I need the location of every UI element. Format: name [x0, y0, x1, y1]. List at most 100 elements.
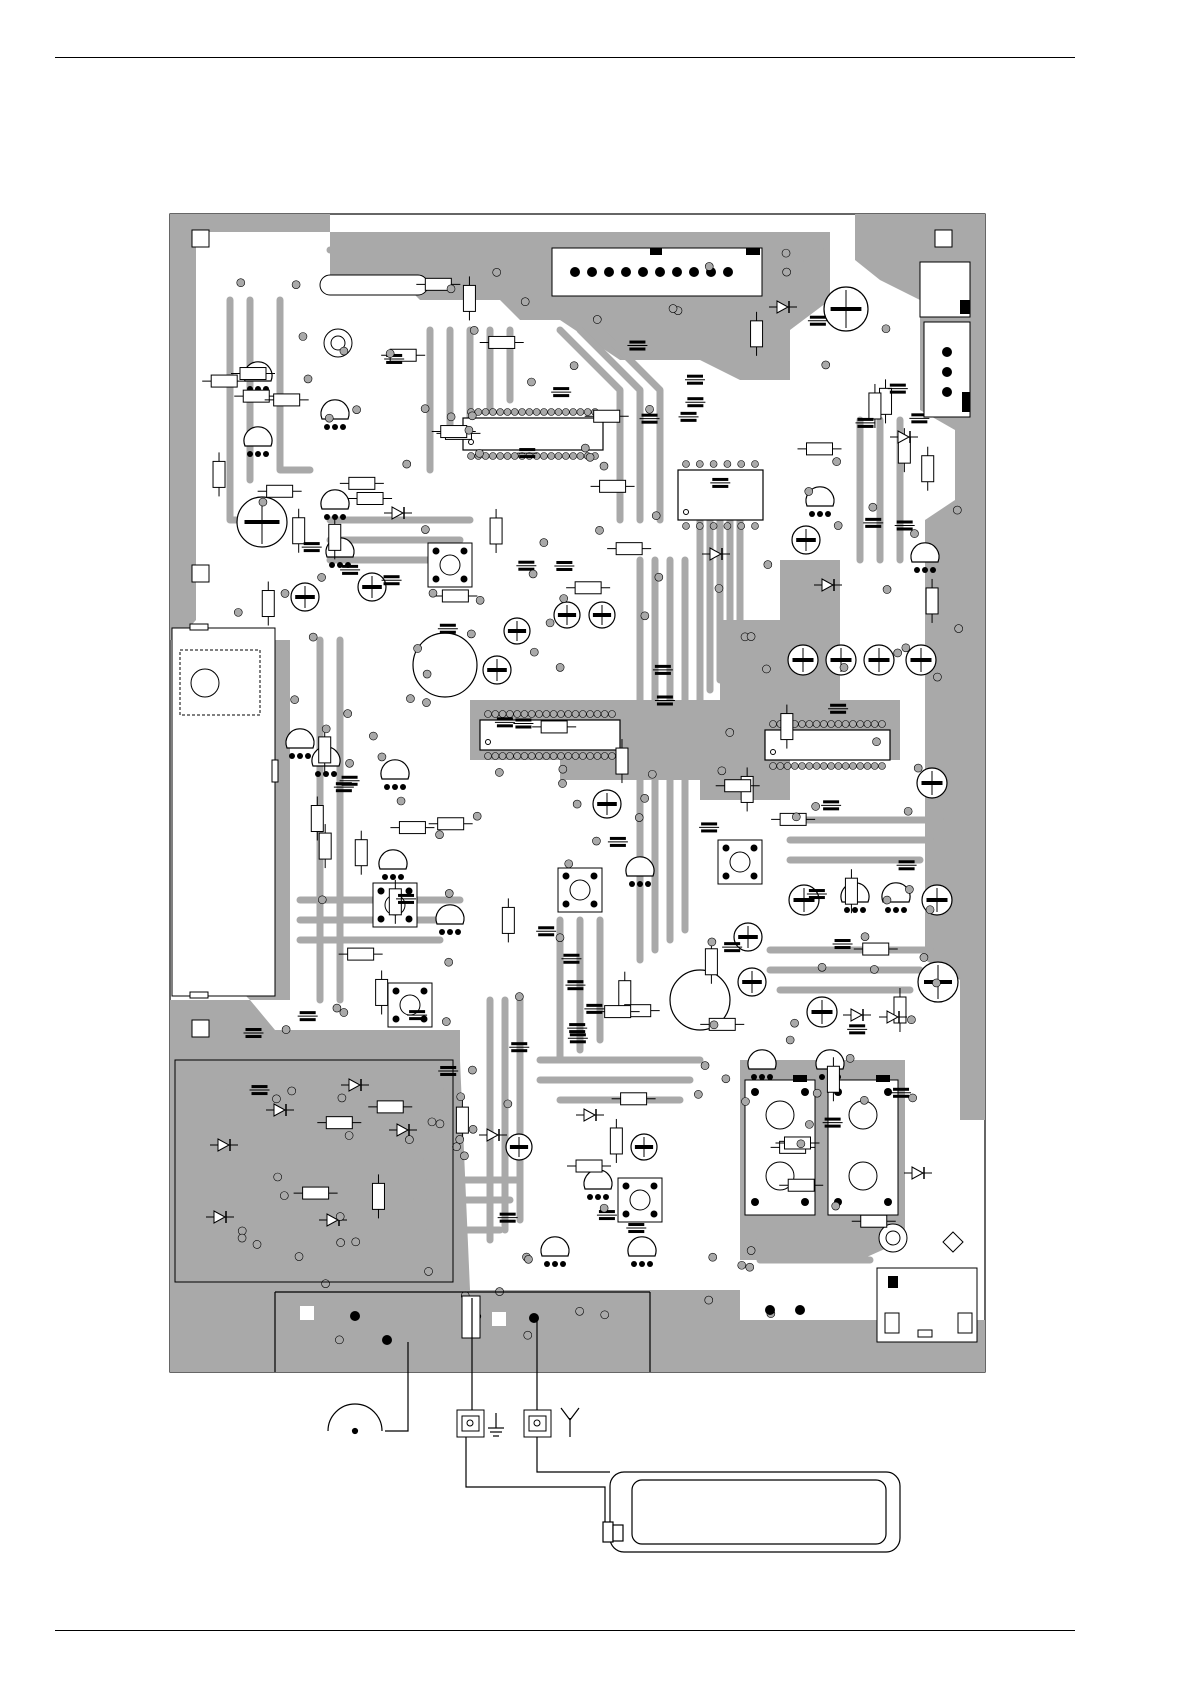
solder-pad [335, 1336, 343, 1344]
solder-pad [295, 1253, 303, 1261]
mounting-hole [192, 565, 209, 582]
capacitor [298, 1011, 318, 1021]
ferrite-wire-2 [537, 1437, 610, 1472]
capacitor [655, 696, 675, 706]
integrated-circuit [678, 461, 763, 530]
solder-pad [705, 262, 713, 270]
solder-pad [423, 670, 431, 678]
solder-pad [726, 728, 734, 736]
capacitor [407, 1010, 427, 1020]
solder-pad [932, 979, 940, 987]
capacitor [334, 782, 354, 792]
solder-pad [832, 1202, 840, 1210]
solder-pad [253, 1240, 261, 1248]
solder-pad [421, 405, 429, 413]
capacitor [863, 518, 883, 528]
solder-pad [722, 1075, 730, 1083]
solder-pad [904, 807, 912, 815]
right-connector [920, 262, 970, 417]
ferrite-antenna [603, 1472, 900, 1552]
capacitor [597, 1210, 617, 1220]
electrolytic-capacitor [738, 968, 766, 996]
solder-pad [869, 503, 877, 511]
solder-pad [422, 699, 430, 707]
antenna-terminal [524, 1410, 551, 1437]
solder-pad [894, 649, 902, 657]
solder-pad [882, 325, 890, 333]
solder-pad [738, 1261, 746, 1269]
solder-pad [467, 630, 475, 638]
solder-pad [414, 644, 422, 652]
solder-pad [340, 347, 348, 355]
solder-pad [475, 449, 483, 457]
solder-pad [529, 570, 537, 578]
mounting-screw [879, 1224, 907, 1252]
solder-pad [344, 710, 352, 718]
solder-pad [515, 993, 523, 1001]
solder-pad [468, 1066, 476, 1074]
capacitor [243, 1028, 263, 1038]
solder-pad [762, 665, 770, 673]
capacitor [498, 1213, 518, 1223]
pin [350, 1311, 360, 1321]
solder-pad [600, 1204, 608, 1212]
coil [718, 840, 762, 884]
solder-pad [337, 1239, 345, 1247]
coil [428, 543, 472, 587]
solder-pad [318, 573, 326, 581]
solder-pad [782, 249, 790, 257]
solder-pad [469, 1125, 477, 1133]
capacitor [821, 800, 841, 810]
left-connector [172, 624, 278, 998]
solder-pad [813, 1089, 821, 1097]
solder-pad [238, 1234, 246, 1242]
capacitor [396, 894, 416, 904]
capacitor [608, 837, 628, 847]
capacitor [855, 418, 875, 428]
solder-pad [646, 405, 654, 413]
solder-pad [560, 594, 568, 602]
electrolytic-capacitor [631, 1134, 657, 1160]
solder-pad [570, 362, 578, 370]
solder-pad [493, 268, 501, 276]
solder-pad [457, 1093, 465, 1101]
solder-pad [747, 1247, 755, 1255]
solder-pad [907, 1016, 915, 1024]
solder-pad [495, 768, 503, 776]
solder-pad [397, 797, 405, 805]
solder-pad [708, 938, 716, 946]
solder-pad [902, 644, 910, 652]
electrolytic-capacitor [807, 997, 837, 1027]
solder-pad [576, 1307, 584, 1315]
transistor [541, 1237, 569, 1267]
capacitor [653, 665, 673, 675]
solder-pad [601, 1311, 609, 1319]
electrolytic-capacitor [291, 583, 319, 611]
capacitor [551, 387, 571, 397]
capacitor [517, 448, 537, 458]
capacitor [891, 1088, 911, 1098]
solder-pad [641, 794, 649, 802]
solder-pad [524, 1255, 532, 1263]
solder-pad [406, 695, 414, 703]
pin [382, 1335, 392, 1345]
transistor [626, 857, 654, 887]
solder-pad [476, 596, 484, 604]
solder-pad [281, 589, 289, 597]
electrolytic-capacitor [504, 618, 530, 644]
capacitor [699, 822, 719, 832]
solder-pad [581, 444, 589, 452]
solder-pad [291, 696, 299, 704]
solder-pad [527, 378, 535, 386]
solder-pad [473, 812, 481, 820]
switch [828, 1075, 898, 1215]
solder-pad [272, 1095, 280, 1103]
solder-pad [593, 315, 601, 323]
antenna-icon [561, 1408, 579, 1437]
solder-pad [792, 813, 800, 821]
transistor [748, 1050, 776, 1080]
solder-pad [521, 298, 529, 306]
capacitor [828, 704, 848, 714]
solder-pad [403, 460, 411, 468]
capacitor [568, 1033, 588, 1043]
